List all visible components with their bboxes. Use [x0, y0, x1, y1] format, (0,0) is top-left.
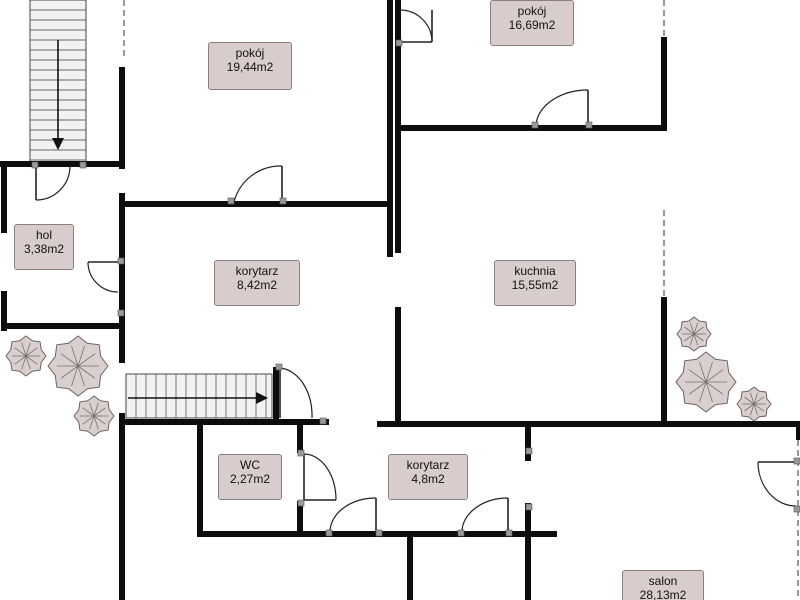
staircase-top	[29, 0, 87, 163]
staircase-middle	[125, 373, 273, 419]
room-label-salon: salon 28,13m2	[622, 570, 704, 600]
room-name: pokój	[517, 4, 547, 18]
room-area: 15,55m2	[511, 278, 559, 292]
room-area: 28,13m2	[639, 588, 687, 600]
shrub-icon	[73, 395, 115, 437]
room-label-kuchnia: kuchnia 15,55m2	[494, 260, 576, 306]
shrub-icon	[676, 316, 712, 352]
room-name: korytarz	[235, 264, 279, 278]
room-name: hol	[35, 228, 52, 242]
room-label-wc: WC 2,27m2	[218, 454, 282, 500]
shrub-icon	[47, 335, 109, 397]
room-name: kuchnia	[514, 264, 556, 278]
room-area: 8,42m2	[236, 278, 278, 292]
door-hol-right	[87, 257, 125, 317]
shrub-icon	[736, 386, 772, 422]
door-korytarz-2-right	[457, 497, 513, 537]
room-name: salon	[648, 574, 678, 588]
door-salon-top	[525, 447, 533, 511]
room-area: 19,44m2	[226, 60, 274, 74]
door-wc	[297, 449, 337, 507]
door-korytarz-2-left	[325, 497, 383, 537]
shrubs	[5, 316, 772, 437]
shrub-icon	[675, 351, 737, 413]
doors	[31, 9, 800, 537]
room-label-pokoj-2: pokój 16,69m2	[490, 0, 574, 46]
door-hol-top	[31, 161, 87, 201]
room-name: korytarz	[406, 458, 450, 472]
room-label-pokoj-1: pokój 19,44m2	[208, 42, 292, 90]
door-stairs	[275, 363, 327, 425]
door-pokoj-2-bottom	[531, 89, 593, 129]
room-area: 4,8m2	[411, 472, 445, 486]
room-name: pokój	[235, 46, 265, 60]
room-label-korytarz-1: korytarz 8,42m2	[214, 260, 300, 306]
door-pokoj-1	[227, 165, 287, 205]
room-name: WC	[240, 458, 260, 472]
room-label-korytarz-2: korytarz 4,8m2	[388, 454, 468, 500]
shrub-icon	[5, 335, 47, 377]
room-label-hol: hol 3,38m2	[14, 224, 74, 270]
room-area: 3,38m2	[23, 242, 65, 256]
room-area: 2,27m2	[229, 472, 271, 486]
room-area: 16,69m2	[508, 18, 556, 32]
door-pokoj-2-left	[395, 9, 433, 47]
door-salon-right	[757, 457, 800, 513]
